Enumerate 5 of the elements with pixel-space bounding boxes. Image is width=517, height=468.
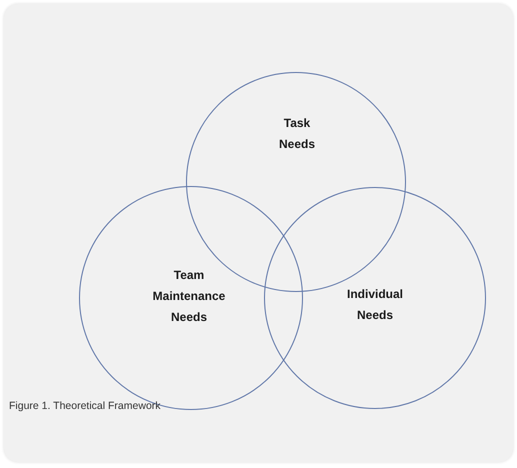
circle-label: Individual Needs xyxy=(346,286,404,324)
circle-label: Team Maintenance Needs xyxy=(152,267,226,326)
venn-circle xyxy=(264,187,486,409)
circle-label: Task Needs xyxy=(278,115,316,153)
figure-caption: Figure 1. Theoretical Framework xyxy=(9,400,161,412)
